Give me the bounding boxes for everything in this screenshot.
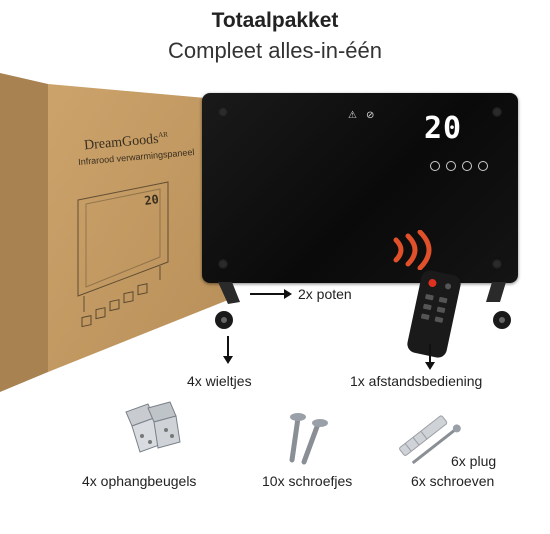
plug-icon (399, 415, 461, 465)
screws-small-label: 10x schroefjes (262, 473, 353, 489)
heater-mode-button (446, 161, 456, 171)
box-front-panel (48, 84, 228, 372)
brackets-label: 4x ophangbeugels (82, 473, 197, 489)
remote-control (407, 270, 461, 358)
heater-up-button (462, 161, 472, 171)
screws-label: 6x schroeven (411, 473, 495, 489)
plugs-label: 6x plug (451, 453, 497, 469)
heater-screw (492, 107, 502, 117)
heater-power-button (430, 161, 440, 171)
svg-text:20: 20 (143, 192, 159, 208)
bracket-icon (125, 401, 181, 453)
heater-foot-right (486, 282, 511, 329)
wheels-label: 4x wieltjes (187, 373, 252, 389)
heater-display: 20 (424, 111, 463, 146)
heater-screw (218, 259, 228, 269)
page-title: Totaalpakket (211, 9, 339, 32)
heater-foot-left (215, 282, 240, 329)
heat-waves-icon (393, 230, 432, 270)
box-side-panel (0, 73, 48, 392)
arrow-down-icon (223, 336, 233, 364)
heater-screw (218, 107, 228, 117)
box-print-heater (77, 181, 169, 312)
legs-label: 2x poten (298, 286, 352, 302)
no-cover-icon: ⊘ (366, 110, 375, 121)
heater-down-button (478, 161, 488, 171)
warning-icon: ⚠ (348, 110, 357, 121)
arrow-right-icon (250, 289, 292, 299)
box-brand-mark: AR (157, 130, 169, 140)
page-subtitle: Compleet alles-in-één (168, 38, 382, 63)
box-print-symbols (81, 283, 148, 328)
screw-icon (289, 413, 328, 465)
arrow-down-icon (425, 344, 435, 370)
heater-screw (492, 259, 502, 269)
remote-label: 1x afstandsbediening (350, 373, 483, 389)
heater-panel: ⚠ ⊘ 20 (202, 93, 518, 283)
